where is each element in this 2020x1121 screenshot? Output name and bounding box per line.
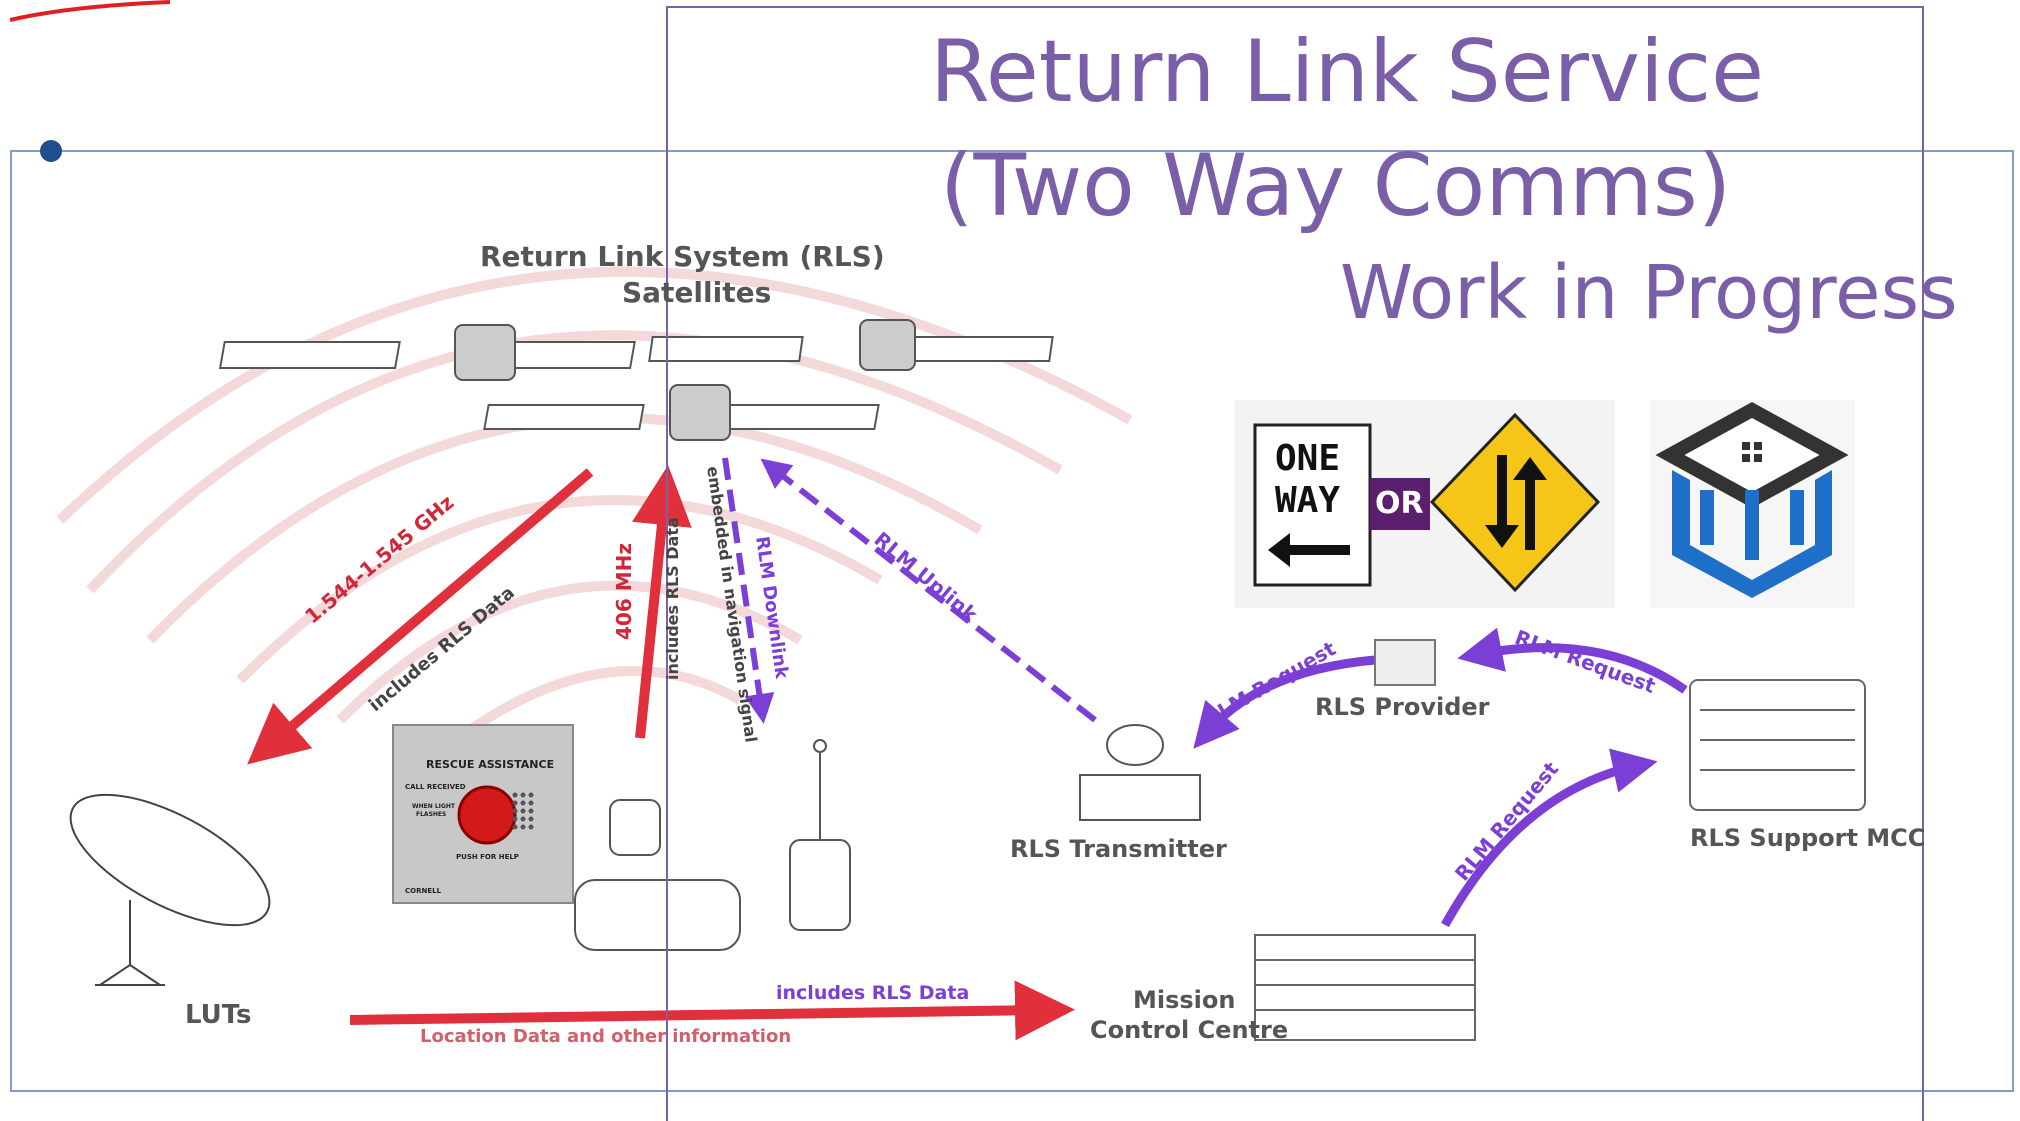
rcc-logo-icon (1655, 402, 1849, 598)
luts-label: LUTs (185, 1000, 252, 1030)
sign-way: WAY (1275, 480, 1341, 521)
slide-subtitle: Work in Progress (1340, 250, 1958, 336)
rls-provider-label: RLS Provider (1315, 693, 1490, 721)
rlm-request-provider-to-transmitter (1193, 655, 1376, 749)
satellite-3 (483, 384, 880, 441)
rlm-request-control-to-mcc (1441, 748, 1658, 928)
rlm-request-mcc-to-provider (1457, 627, 1688, 694)
rls-support-mcc-icon (1689, 679, 1866, 811)
rls-transmitter-icon (1079, 724, 1201, 821)
satellite-2 (648, 319, 1054, 371)
rescue-assistance-panel (392, 724, 574, 904)
panel-push-for-help: PUSH FOR HELP (456, 853, 519, 861)
mission-control-label-line2: Control Centre (1090, 1016, 1289, 1044)
lut-dish-icon (69, 793, 271, 986)
bullet-dot (40, 140, 62, 162)
location-data-label: Location Data and other information (420, 1026, 792, 1047)
satellites-label-line1: Return Link System (RLS) (480, 240, 885, 273)
title-frame (666, 6, 1924, 1121)
mission-control-label-line1: Mission (1133, 986, 1236, 1014)
sign-one: ONE (1275, 438, 1341, 479)
panel-heading: RESCUE ASSISTANCE (426, 758, 555, 771)
content-frame (10, 150, 2014, 1092)
sign-or: OR (1375, 486, 1424, 521)
beacon-devices (574, 739, 851, 951)
panel-when-light: WHEN LIGHT (412, 803, 455, 810)
mission-control-icon (1254, 934, 1476, 1041)
red-pen-stroke (9, 0, 171, 22)
satellites-label-line2: Satellites (622, 276, 772, 309)
slide-title-line2: (Two Way Comms) (940, 136, 1732, 236)
rls-transmitter-label: RLS Transmitter (1010, 835, 1227, 863)
two-way-traffic-sign-icon (1429, 412, 1601, 593)
satellite-1 (218, 324, 636, 381)
rlm-uplink-arrow (760, 458, 1097, 723)
406-mhz-label: 406 MHz (612, 543, 636, 640)
panel-flashes: FLASHES (416, 811, 447, 818)
luts-to-mcc-arrow (349, 980, 1075, 1041)
rls-support-mcc-label: RLS Support MCC (1690, 824, 1926, 852)
one-way-sign-icon (1253, 423, 1430, 587)
includes-rls-data-label-2: includes RLS Data (663, 517, 682, 680)
panel-call-received: CALL RECEIVED (405, 783, 466, 791)
panel-brand: CORNELL (405, 887, 442, 895)
rlm-downlink-arrow (722, 457, 775, 724)
includes-rls-data-label-3: includes RLS Data (776, 982, 970, 1004)
downlink-arrow-to-luts (247, 468, 594, 765)
beacon-uplink-arrow (632, 465, 692, 739)
slide-title-line1: Return Link Service (930, 22, 1765, 122)
rls-provider-icon (1374, 639, 1436, 686)
